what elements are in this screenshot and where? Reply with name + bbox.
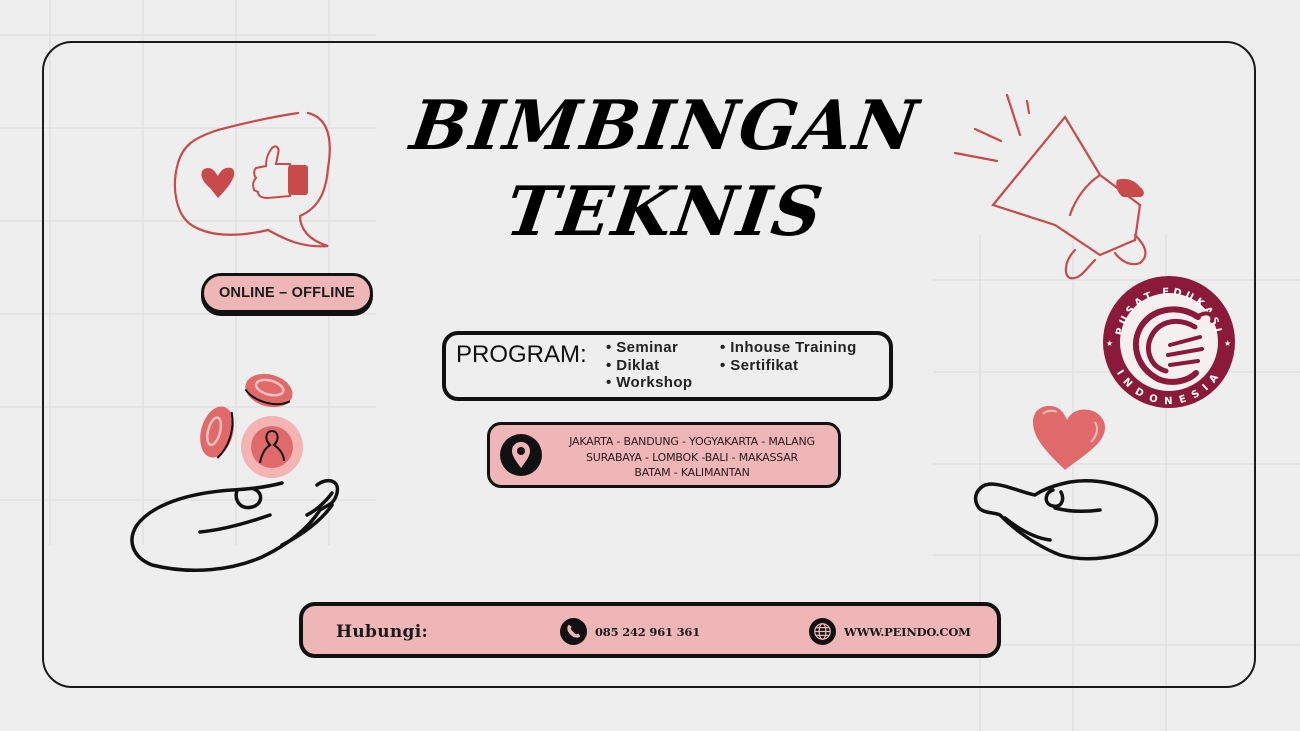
contact-bar: Hubungi: 085 242 961 361 WWW.PEINDO.COM [299,602,1001,658]
online-offline-badge: ONLINE – OFFLINE [201,273,373,313]
svg-text:★: ★ [1224,339,1231,348]
hand-with-coins-illustration [130,373,340,573]
map-pin-icon [500,434,542,476]
program-item: Inhouse Training [720,339,857,357]
hand-with-heart-illustration [973,405,1159,561]
contact-label: Hubungi: [336,622,429,642]
program-list-col2: Inhouse Training Sertifikat [720,339,857,374]
program-item: Workshop [606,374,693,392]
program-label: PROGRAM: [456,341,587,368]
program-item: Diklat [606,357,693,375]
locations-list: JAKARTA - BANDUNG - YOGYAKARTA - MALANG … [552,434,832,481]
program-item: Seminar [606,339,693,357]
pusat-edukasi-logo: PUSAT EDUKASI INDONESIA ★ ★ [1103,276,1235,408]
website-url: WWW.PEINDO.COM [844,624,971,639]
card-frame [42,41,1256,688]
globe-icon [809,618,836,645]
location-line: SURABAYA - LOMBOK -BALI - MAKASSAR [585,450,798,464]
phone-contact[interactable]: 085 242 961 361 [560,618,700,645]
title-line-2: TEKNIS [501,172,829,252]
program-item: Sertifikat [720,357,857,375]
location-line: BATAM - KALIMANTAN [634,466,750,479]
program-box: PROGRAM: Seminar Diklat Workshop Inhouse… [442,331,893,401]
phone-number: 085 242 961 361 [595,624,701,639]
svg-text:★: ★ [1106,339,1113,348]
phone-icon [560,618,587,645]
locations-box: JAKARTA - BANDUNG - YOGYAKARTA - MALANG … [487,422,841,488]
program-list-col1: Seminar Diklat Workshop [606,339,693,392]
title-line-1: BIMBINGAN [405,86,925,166]
location-line: JAKARTA - BANDUNG - YOGYAKARTA - MALANG [569,435,815,448]
website-contact[interactable]: WWW.PEINDO.COM [809,618,971,645]
speech-bubble-like-icon [173,111,331,248]
megaphone-icon [953,93,1147,280]
